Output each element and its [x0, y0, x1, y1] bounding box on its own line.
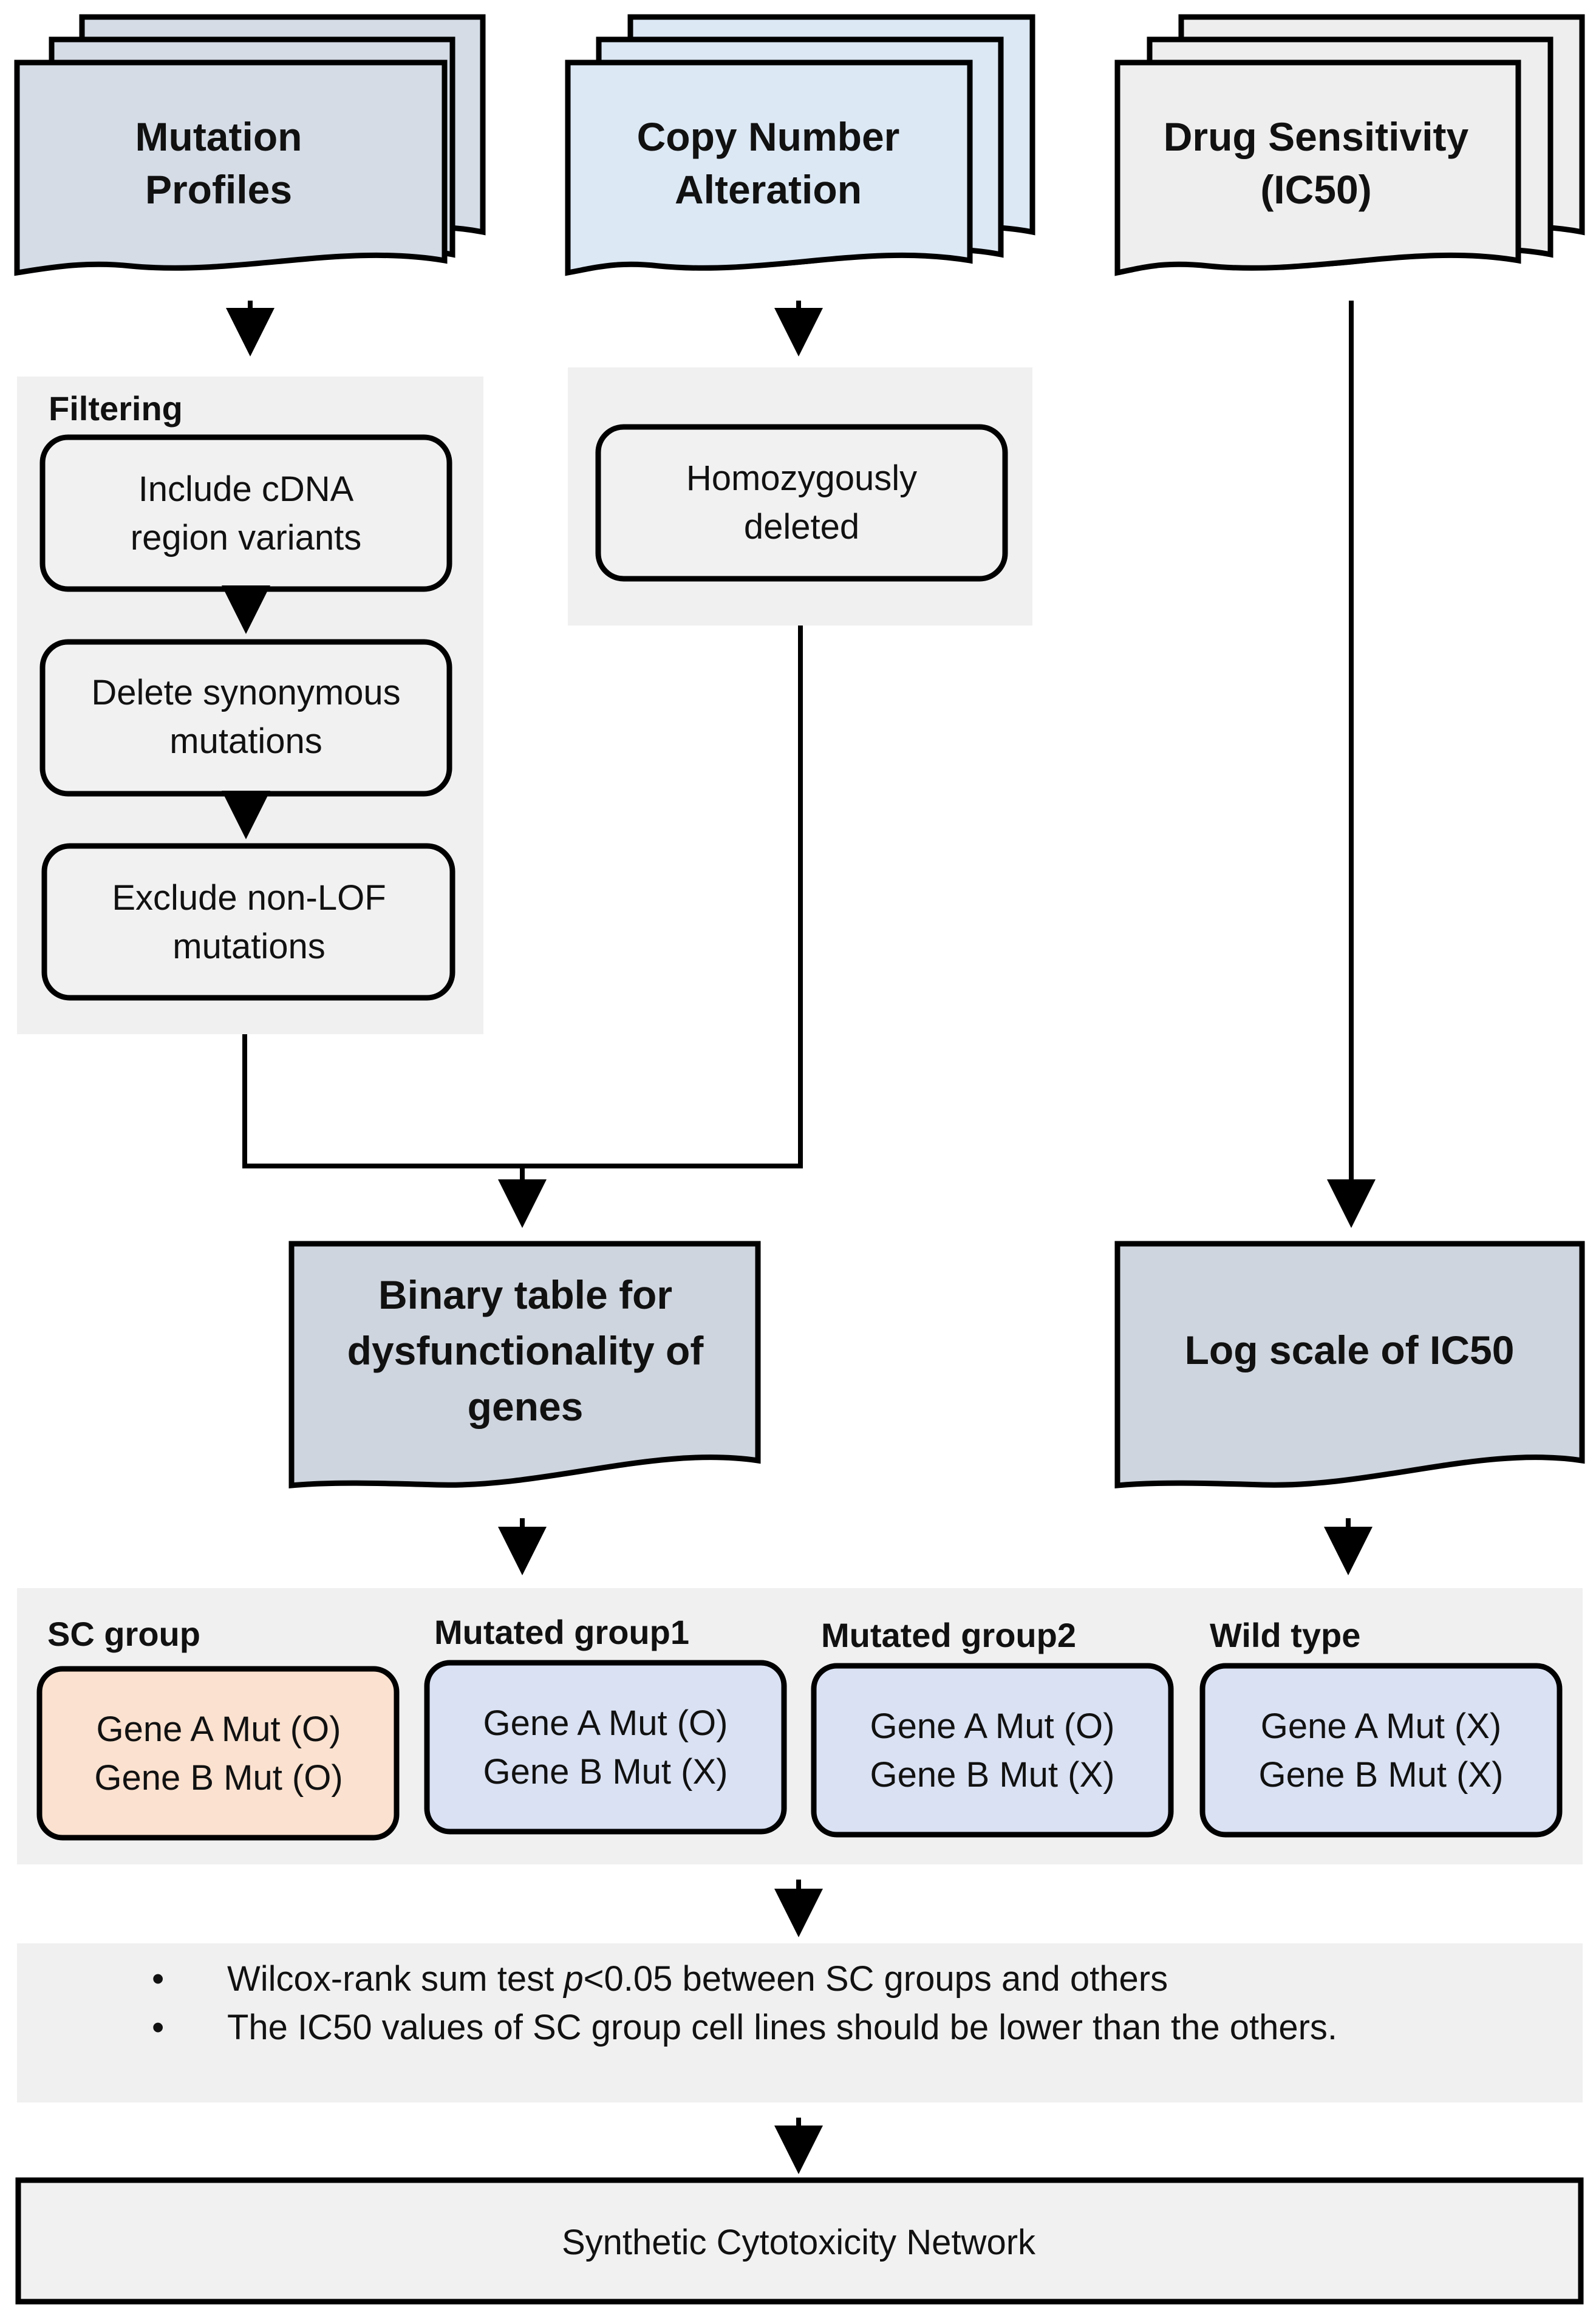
criteria-item-1: • Wilcox-rank sum test p<0.05 between SC…: [152, 1959, 1549, 2007]
filter-step-include-cdna: Include cDNA region variants: [39, 434, 452, 592]
group-mutated-2-title: Mutated group2: [821, 1616, 1076, 1654]
filter-step-1-line-1: Include cDNA: [138, 469, 354, 509]
group-sc: SC group Gene A Mut (O) Gene B Mut (O): [36, 1615, 400, 1841]
drug-sensitivity-doc: Drug Sensitivity (IC50): [1114, 14, 1585, 276]
drug-sensitivity-line-1: Drug Sensitivity: [1164, 114, 1469, 159]
group-wild-type-title: Wild type: [1210, 1616, 1360, 1654]
criteria-list: • Wilcox-rank sum test p<0.05 between SC…: [152, 1959, 1549, 2056]
group-mutated-1-line-1: Gene A Mut (O): [483, 1703, 728, 1743]
filter-step-exclude-non-lof: Exclude non-LOF mutations: [41, 843, 455, 1001]
criteria-item-1-text: Wilcox-rank sum test p<0.05 between SC g…: [227, 1959, 1168, 1999]
group-mutated-2: Mutated group2 Gene A Mut (O) Gene B Mut…: [811, 1616, 1174, 1838]
group-wild-type-line-1: Gene A Mut (X): [1261, 1706, 1502, 1746]
filter-step-3-line-2: mutations: [172, 927, 325, 966]
copy-number-line-2: Alteration: [675, 167, 862, 212]
binary-table-doc: Binary table for dysfunctionality of gen…: [288, 1241, 761, 1488]
criteria-item-2-text: The IC50 values of SC group cell lines s…: [227, 2008, 1338, 2047]
criteria-item-1-prefix: Wilcox-rank sum test: [227, 1959, 564, 1999]
criteria-item-1-suffix: <0.05 between SC groups and others: [583, 1959, 1168, 1999]
criteria-panel: [17, 1943, 1583, 2102]
homozygously-deleted-line-2: deleted: [744, 507, 859, 547]
synthetic-cytotoxicity-network-label: Synthetic Cytotoxicity Network: [562, 2223, 1036, 2262]
group-mutated-1-title: Mutated group1: [434, 1613, 689, 1651]
group-wild-type: Wild type Gene A Mut (X) Gene B Mut (X): [1199, 1616, 1563, 1838]
log-scale-doc: Log scale of IC50: [1114, 1241, 1585, 1488]
filter-step-1-line-2: region variants: [131, 518, 361, 557]
mutation-profiles-line-2: Profiles: [145, 167, 292, 212]
homozygously-deleted-line-1: Homozygously: [686, 459, 917, 498]
mutation-profiles-line-1: Mutation: [135, 114, 302, 159]
criteria-item-2: • The IC50 values of SC group cell lines…: [152, 2007, 1549, 2056]
mutation-profiles-doc: Mutation Profiles: [14, 14, 486, 276]
group-sc-title: SC group: [47, 1615, 200, 1653]
group-wild-type-line-2: Gene B Mut (X): [1259, 1755, 1504, 1795]
group-mutated-2-line-2: Gene B Mut (X): [870, 1755, 1115, 1795]
filter-step-delete-synonymous: Delete synonymous mutations: [39, 639, 452, 797]
filter-step-2-line-2: mutations: [169, 721, 322, 761]
filter-step-2-line-1: Delete synonymous: [91, 673, 400, 712]
log-scale-label: Log scale of IC50: [1185, 1328, 1515, 1372]
bullet-marker: •: [152, 2008, 165, 2047]
binary-table-line-3: genes: [468, 1384, 584, 1429]
copy-number-alteration-doc: Copy Number Alteration: [565, 14, 1035, 276]
group-mutated-2-line-1: Gene A Mut (O): [870, 1706, 1115, 1746]
group-sc-line-2: Gene B Mut (O): [94, 1758, 343, 1798]
binary-table-line-1: Binary table for: [378, 1272, 672, 1317]
bullet-marker: •: [152, 1959, 165, 1999]
group-mutated-1-line-2: Gene B Mut (X): [483, 1752, 728, 1792]
group-sc-line-1: Gene A Mut (O): [97, 1710, 341, 1749]
filter-step-3-line-1: Exclude non-LOF: [112, 878, 386, 918]
group-mutated-1: Mutated group1 Gene A Mut (O) Gene B Mut…: [424, 1613, 787, 1835]
criteria-item-1-p-symbol: p: [564, 1959, 584, 1999]
copy-number-line-1: Copy Number: [637, 114, 900, 159]
filtering-title: Filtering: [49, 389, 183, 428]
binary-table-line-2: dysfunctionality of: [347, 1328, 704, 1373]
synthetic-cytotoxicity-network-box: [15, 2177, 1584, 2305]
drug-sensitivity-line-2: (IC50): [1260, 167, 1371, 212]
homozygously-deleted-box: Homozygously deleted: [595, 424, 1008, 582]
